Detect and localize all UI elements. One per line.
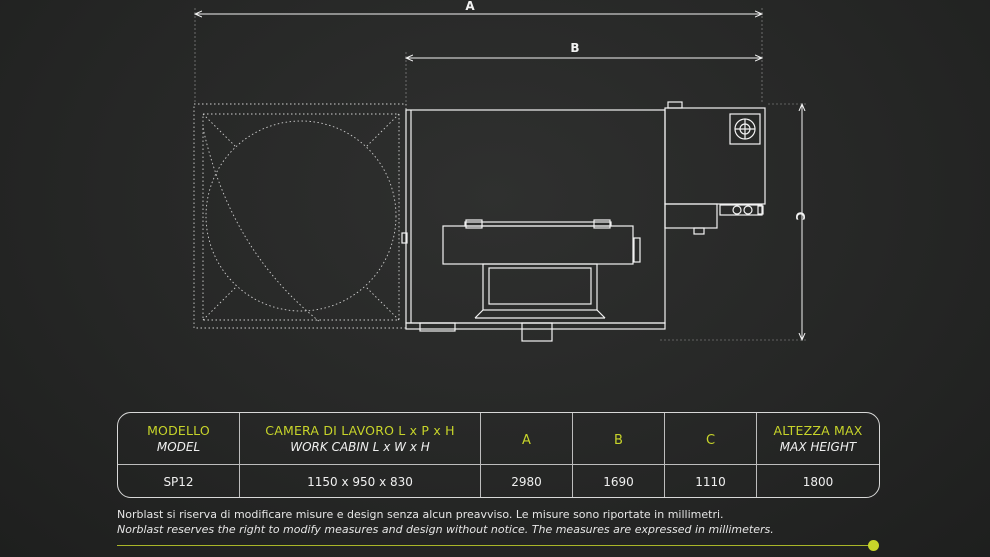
header-a: A: [480, 413, 573, 465]
disclaimer-italian: Norblast si riserva di modificare misure…: [117, 508, 724, 521]
dimension-c-label: C: [793, 212, 807, 221]
header-work-cabin: CAMERA DI LAVORO L x P x H WORK CABIN L …: [239, 413, 481, 465]
filter-unit: [664, 101, 766, 235]
header-model: MODELLO MODEL: [118, 413, 240, 465]
spec-table: MODELLO MODEL CAMERA DI LAVORO L x P x H…: [117, 412, 880, 498]
technical-drawing: A B C: [193, 0, 808, 342]
dimension-b-label: B: [570, 41, 579, 55]
door-swing-area: [193, 103, 407, 329]
dimension-c: C: [660, 104, 808, 340]
cell-c: 1110: [664, 464, 757, 497]
cell-work-cabin: 1150 x 950 x 830: [239, 464, 481, 497]
header-c: C: [664, 413, 757, 465]
disclaimer-english: Norblast reserves the right to modify me…: [117, 523, 774, 536]
table-row: SP12 1150 x 950 x 830 2980 1690 1110 180…: [118, 464, 879, 497]
cell-model: SP12: [118, 464, 240, 497]
work-window: [442, 219, 641, 319]
accent-dot: [868, 540, 879, 551]
main-cabinet: [401, 109, 666, 324]
header-b: B: [572, 413, 665, 465]
table-header-row: MODELLO MODEL CAMERA DI LAVORO L x P x H…: [118, 413, 879, 465]
cell-a: 2980: [480, 464, 573, 497]
cell-b: 1690: [572, 464, 665, 497]
accent-rule: [117, 545, 872, 546]
dimension-a: A: [195, 0, 762, 104]
dimension-b: B: [406, 41, 762, 104]
cabinet-base: [405, 322, 666, 342]
dimension-a-label: A: [465, 0, 475, 13]
cell-max-height: 1800: [802, 475, 834, 489]
header-max-height: ALTEZZA MAX MAX HEIGHT: [756, 413, 879, 465]
